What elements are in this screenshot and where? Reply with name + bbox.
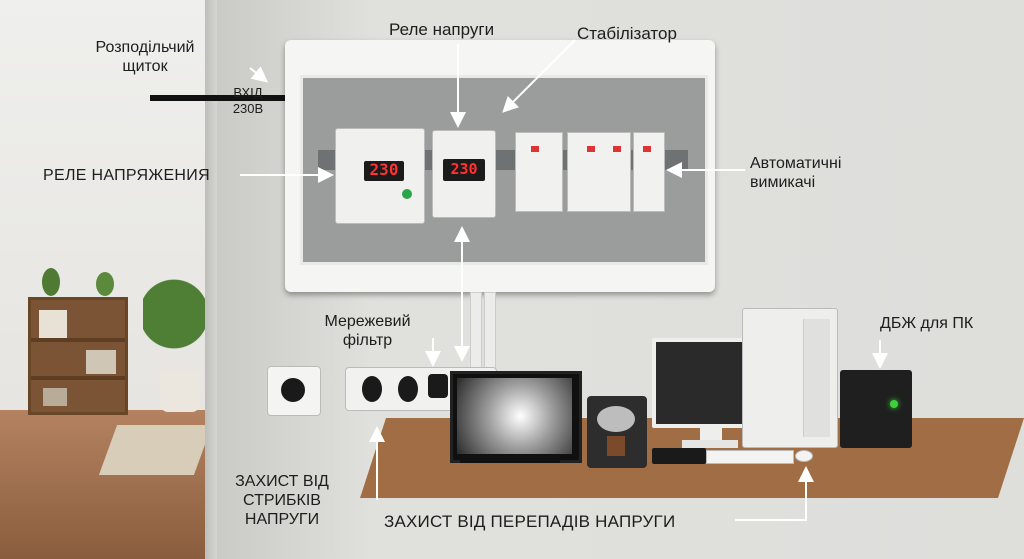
breaker	[515, 132, 563, 212]
breaker	[633, 132, 665, 212]
voltage-relay: 230	[335, 128, 425, 224]
coffee-machine	[587, 396, 647, 468]
room-plant	[143, 245, 205, 360]
relay-display-text: 230	[369, 160, 399, 179]
surge-label: ЗАХИСТ ВІД СТРИБКІВ НАПРУГИ	[235, 473, 329, 528]
breakers-label: Автоматичні вимикачі	[750, 155, 842, 191]
breaker-red-mark	[531, 146, 539, 152]
keyboard	[706, 450, 794, 464]
wall-edge	[205, 0, 217, 559]
relay-green-button	[402, 189, 412, 199]
input-label: ВХІД 230В	[232, 85, 264, 116]
breaker	[567, 132, 631, 212]
tv-stand	[460, 455, 560, 463]
router	[652, 448, 706, 464]
filter-label: Мережевий фільтр	[324, 313, 411, 349]
stabilizer-label: Стабілізатор	[577, 24, 677, 43]
relay-left-label: РЕЛЕ НАПРЯЖЕНИЯ	[43, 167, 210, 184]
stabilizer-display-text: 230	[450, 160, 478, 178]
fluct-label: ЗАХИСТ ВІД ПЕРЕПАДІВ НАПРУГИ	[384, 512, 676, 531]
stabilizer-display	[443, 159, 485, 181]
panel-label: Розподільчий щиток	[95, 39, 195, 75]
pc-tower	[742, 308, 838, 448]
room-bookshelf	[28, 297, 128, 415]
ups-device	[840, 370, 912, 448]
room-small-plant	[96, 272, 114, 296]
relay-display	[364, 161, 404, 181]
circuit-breakers	[515, 132, 665, 212]
relay-top-label: Реле напруги	[389, 20, 495, 39]
pc-monitor-stand	[700, 428, 722, 442]
breaker-red-mark	[643, 146, 651, 152]
mouse	[795, 450, 813, 462]
room-plant-pot	[160, 370, 200, 412]
wall-socket	[267, 366, 321, 416]
stabilizer-device: 230	[432, 130, 496, 218]
breaker-red-mark	[613, 146, 621, 152]
room-small-plant	[42, 268, 60, 296]
tv-monitor	[450, 371, 582, 463]
ups-label: ДБЖ для ПК	[880, 315, 974, 332]
breaker-red-mark	[587, 146, 595, 152]
input-cable	[150, 95, 285, 101]
pc-monitor-base	[682, 440, 738, 448]
